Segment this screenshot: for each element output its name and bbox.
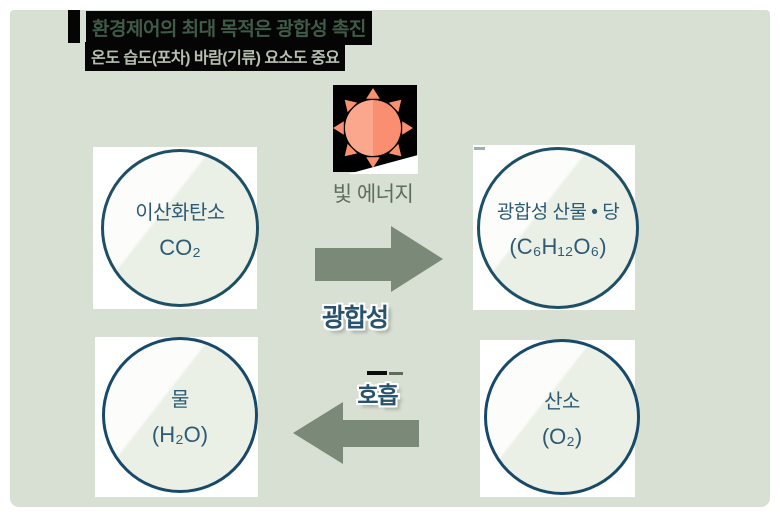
node-water-name: 물 bbox=[171, 388, 189, 411]
black-dash bbox=[367, 371, 387, 375]
page-title: 환경제어의 최대 목적은 광합성 촉진 bbox=[86, 11, 372, 45]
arrow-respiration bbox=[343, 420, 419, 447]
title-accent-bar bbox=[68, 10, 80, 43]
gray-dash-small bbox=[474, 147, 485, 150]
arrow-photosynthesis bbox=[315, 248, 391, 281]
gray-dash bbox=[389, 372, 403, 375]
node-sugar: 광합성 산물 • 당 (C₆H₁₂O₆) bbox=[477, 147, 639, 309]
arrow-photosynthesis-head bbox=[391, 226, 443, 292]
respiration-label: 호흡 bbox=[357, 382, 398, 408]
node-water-formula: (H₂O) bbox=[151, 421, 209, 447]
node-oxygen-name: 산소 bbox=[544, 390, 580, 413]
node-oxygen-formula: (O₂) bbox=[541, 423, 583, 449]
node-co2-name: 이산화탄소 bbox=[135, 201, 225, 224]
sun-icon bbox=[333, 85, 417, 172]
node-sugar-formula: (C₆H₁₂O₆) bbox=[509, 233, 607, 259]
node-oxygen: 산소 (O₂) bbox=[484, 339, 640, 495]
photosynthesis-label: 광합성 bbox=[321, 304, 389, 332]
node-water: 물 (H₂O) bbox=[102, 337, 258, 493]
node-co2-formula: CO₂ bbox=[159, 234, 201, 260]
light-energy-label: 빛 에너지 bbox=[332, 183, 414, 206]
node-co2: 이산화탄소 CO₂ bbox=[101, 149, 259, 307]
arrow-respiration-head bbox=[293, 402, 343, 464]
page-subtitle: 온도 습도(포차) 바람(기류) 요소도 중요 bbox=[85, 42, 346, 71]
node-sugar-name: 광합성 산물 • 당 bbox=[496, 201, 620, 223]
